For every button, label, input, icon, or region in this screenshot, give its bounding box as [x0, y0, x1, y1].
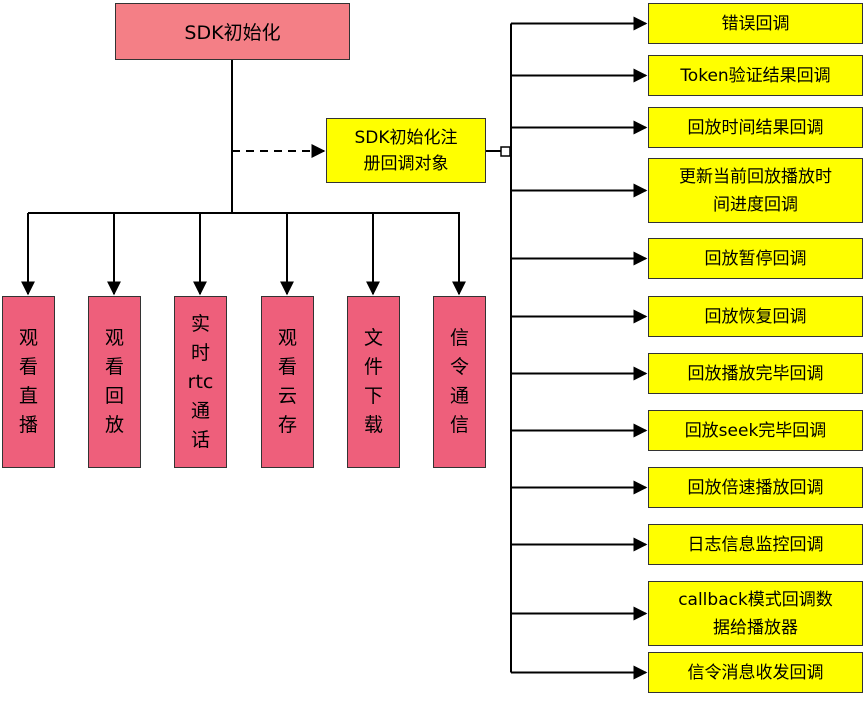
callback-label: 回放播放完毕回调 — [688, 360, 824, 388]
callback-label-line2: 间进度回调 — [713, 194, 798, 215]
module-label-char: 下 — [363, 385, 383, 407]
sdk-init-box: SDK初始化 — [115, 3, 350, 60]
callback-label-line1: Token验证结果回调 — [680, 65, 831, 86]
callback-label-line1: 回放播放完毕回调 — [687, 363, 824, 384]
callback-label-line2: 据给播放器 — [713, 617, 798, 638]
callback-label: 回放暂停回调 — [705, 245, 807, 273]
module-label-char: 令 — [449, 356, 469, 378]
module-label-char: 直 — [18, 385, 38, 407]
module-label-char: 回 — [104, 385, 124, 407]
module-box-1: 观看直播 — [2, 296, 55, 468]
callback-box-11: callback模式回调数据给播放器 — [648, 581, 863, 646]
module-label-char: 云 — [277, 385, 297, 407]
module-label-char: 观 — [104, 327, 124, 349]
callback-label-line1: 信令消息收发回调 — [687, 662, 824, 683]
callback-label: 日志信息监控回调 — [688, 531, 824, 559]
module-label-char: 载 — [363, 414, 383, 436]
module-label-char: 实 — [190, 312, 210, 335]
callback-label-line1: 回放暂停回调 — [704, 248, 807, 269]
module-label-char: 观 — [277, 327, 297, 349]
callback-label: Token验证结果回调 — [680, 62, 830, 90]
callback-label-line1: 回放恢复回调 — [704, 306, 807, 327]
callback-box-1: 错误回调 — [648, 3, 863, 44]
register-callback-label: SDK初始化注 册回调对象 — [354, 125, 457, 177]
module-box-4: 观看云存 — [261, 296, 314, 468]
module-label-char: 件 — [363, 356, 383, 378]
module-label-char: 通 — [449, 385, 469, 407]
callback-label: 回放时间结果回调 — [688, 114, 824, 142]
callback-label: 回放seek完毕回调 — [685, 417, 827, 445]
register-callback-line1: SDK初始化注 — [354, 127, 458, 148]
callback-box-2: Token验证结果回调 — [648, 55, 863, 96]
callback-label: 回放倍速播放回调 — [688, 474, 824, 502]
callback-box-7: 回放播放完毕回调 — [648, 353, 863, 394]
callback-box-9: 回放倍速播放回调 — [648, 467, 863, 508]
callback-box-4: 更新当前回放播放时间进度回调 — [648, 158, 863, 223]
module-label-char: 观 — [18, 327, 38, 349]
callback-box-5: 回放暂停回调 — [648, 238, 863, 279]
register-callback-box: SDK初始化注 册回调对象 — [326, 118, 486, 183]
callback-label-line1: 回放seek完毕回调 — [684, 420, 827, 441]
callback-label-line1: 更新当前回放播放时 — [679, 166, 832, 187]
callback-label-line1: 日志信息监控回调 — [687, 534, 824, 555]
callback-label: 回放恢复回调 — [705, 303, 807, 331]
module-label-char: rtc — [187, 370, 214, 393]
callback-box-6: 回放恢复回调 — [648, 296, 863, 337]
module-label-char: 通 — [190, 399, 210, 422]
callback-label: 信令消息收发回调 — [688, 659, 824, 687]
module-label-char: 播 — [18, 414, 38, 436]
callback-label-line1: 回放倍速播放回调 — [687, 477, 824, 498]
module-label-char: 存 — [277, 414, 297, 436]
callback-box-8: 回放seek完毕回调 — [648, 410, 863, 451]
module-box-5: 文件下载 — [347, 296, 400, 468]
callback-label: 更新当前回放播放时间进度回调 — [679, 163, 832, 219]
callback-box-10: 日志信息监控回调 — [648, 524, 863, 565]
module-label-char: 放 — [104, 414, 124, 436]
callback-label-line1: 回放时间结果回调 — [687, 117, 824, 138]
module-label-char: 时 — [190, 341, 210, 364]
sdk-init-label: SDK初始化 — [184, 22, 281, 44]
junction-square — [500, 146, 511, 157]
module-box-2: 观看回放 — [88, 296, 141, 468]
module-box-3: 实时 rtc 通话 — [174, 296, 227, 468]
callback-label: callback模式回调数据给播放器 — [678, 586, 833, 642]
callback-box-3: 回放时间结果回调 — [648, 107, 863, 148]
callback-label-line1: 错误回调 — [721, 13, 790, 34]
module-label-char: 文 — [363, 327, 383, 349]
callback-box-12: 信令消息收发回调 — [648, 652, 863, 693]
register-callback-line2: 册回调对象 — [363, 153, 449, 174]
module-label-char: 话 — [190, 428, 210, 451]
module-label-char: 看 — [104, 356, 124, 378]
module-label-char: 信 — [449, 414, 469, 436]
callback-label: 错误回调 — [722, 10, 790, 38]
module-label-char: 信 — [449, 327, 469, 349]
callback-label-line1: callback模式回调数 — [678, 589, 833, 610]
module-box-6: 信令通信 — [433, 296, 486, 468]
module-label-char: 看 — [277, 356, 297, 378]
module-label-char: 看 — [18, 356, 38, 378]
